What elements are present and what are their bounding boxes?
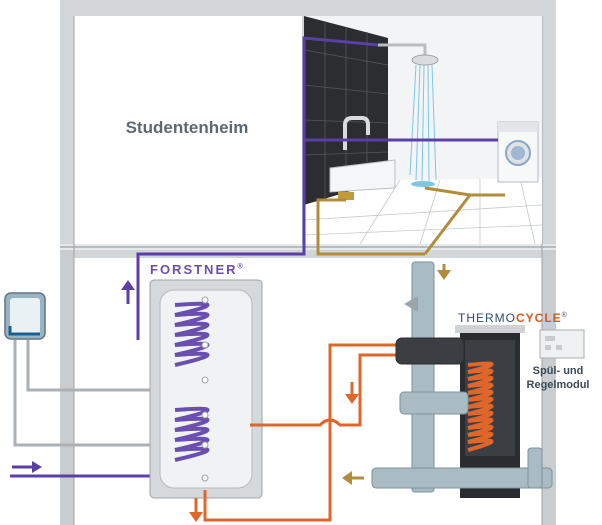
forstner-reg-mark: ® [237, 263, 245, 271]
hot-arrow-down-left [189, 498, 203, 522]
thermocycle-logo: THERMOCYCLE® [458, 311, 568, 325]
forstner-logo: FORSTNER® [150, 262, 245, 277]
module-label-line2: Regelmodul [526, 379, 590, 391]
bathroom [303, 16, 543, 245]
thermocycle-suffix: CYCLE [516, 311, 562, 325]
heat-pump-icon [4, 292, 46, 340]
module-label-line1: Spül- und [532, 365, 584, 377]
gray-arrow-left [342, 471, 364, 485]
cold-arrow-in [12, 461, 42, 473]
forstner-logo-text: FORSTNER [150, 262, 238, 277]
gray-water-pipes [316, 186, 505, 256]
cold-arrow-up [121, 280, 135, 304]
thermocycle-unit [371, 261, 553, 498]
thermocycle-prefix: THERMO [458, 311, 516, 325]
heat-pump-lines [13, 340, 175, 447]
hot-arrow-down-mid [345, 382, 359, 404]
control-module-icon [539, 329, 585, 359]
module-label: Spül- und Regelmodul [514, 364, 602, 392]
room-title: Studentenheim [125, 118, 249, 137]
thermocycle-reg-mark: ® [561, 312, 568, 319]
gray-arrow-down [437, 264, 451, 280]
storage-tank [149, 279, 263, 499]
